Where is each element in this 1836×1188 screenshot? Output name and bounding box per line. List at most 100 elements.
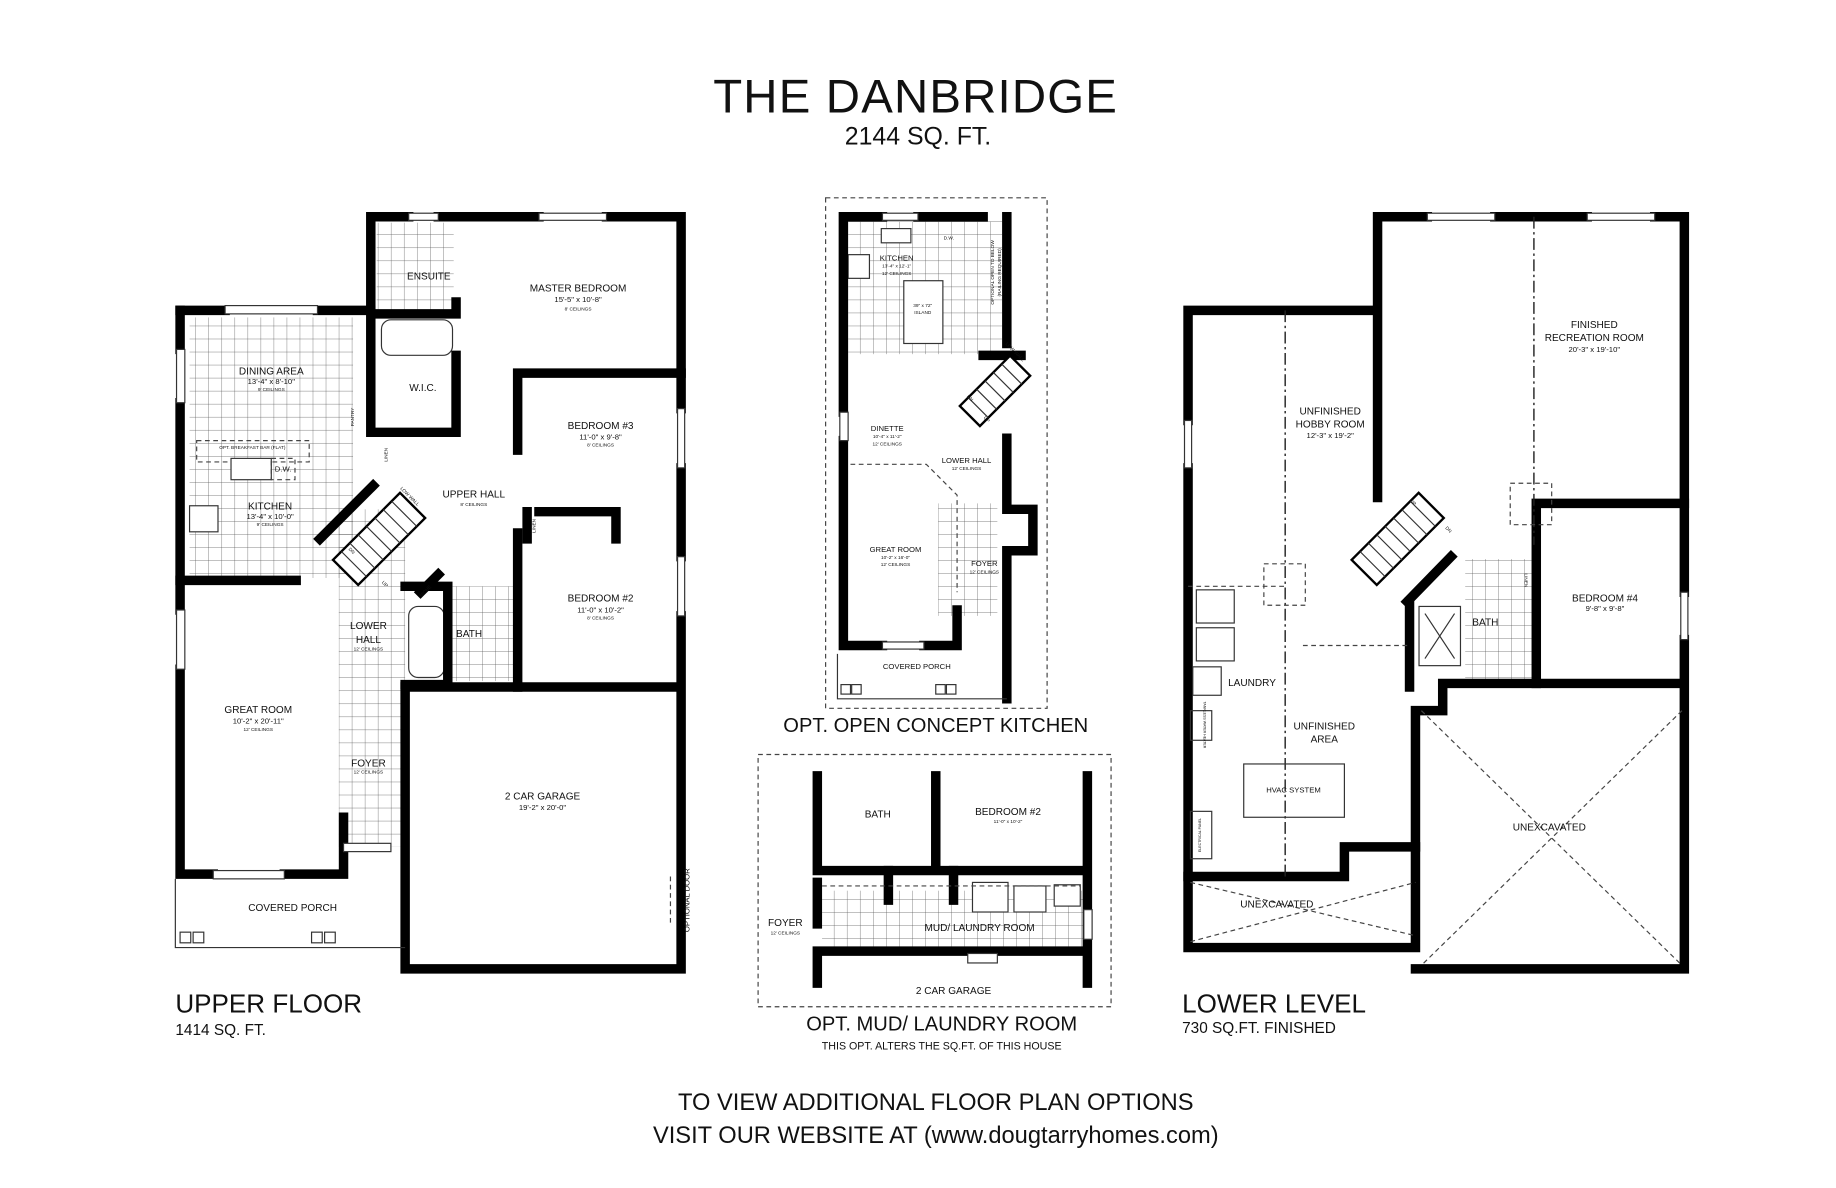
upper-floor-sqft: 1414 SQ. FT.	[175, 1022, 266, 1039]
lower-level-label: LOWER LEVEL	[1182, 989, 1366, 1019]
room-label-bath: BATH	[1472, 617, 1498, 628]
room-label-bedroom-2: BEDROOM #2	[568, 594, 634, 605]
room-label-master-bedroom: MASTER BEDROOM	[530, 283, 627, 294]
room-ceiling-bedroom-2: 8' CEILINGS	[587, 615, 614, 621]
label-linen: LINEN	[531, 518, 537, 532]
tile-area	[376, 222, 454, 318]
room-label-wic: W.I.C.	[409, 383, 436, 394]
label-up: UP	[1408, 498, 1417, 507]
room-label-hobby: HOBBY ROOM	[1296, 420, 1365, 431]
label-pantry: PANTRY	[350, 407, 356, 427]
label-dn: DN	[347, 547, 356, 556]
island	[903, 280, 944, 345]
room-label-lower-hall: LOWER HALL	[942, 456, 992, 465]
room-dims-great-room: 10'-2" x 20'-11"	[233, 717, 284, 726]
plan-title: THE DANBRIDGE	[713, 71, 1118, 124]
upper-floor-label: UPPER FLOOR	[175, 989, 362, 1019]
room-ceiling-foyer: 12' CEILINGS	[970, 569, 999, 575]
room-ceiling-kitchen: 9' CEILINGS	[257, 522, 284, 528]
stove-icon	[188, 505, 219, 533]
sink-icon	[880, 228, 912, 244]
label-optional-door: OPTIONAL DOOR	[682, 868, 691, 932]
stove-icon	[847, 254, 871, 279]
label-water-heater: TANKLESS WATER HEATER	[1202, 701, 1206, 748]
room-label-unexcavated: UNEXCAVATED	[1513, 822, 1586, 833]
tile-area	[447, 586, 519, 682]
room-label-porch: COVERED PORCH	[248, 903, 337, 914]
room-label-laundry: LAUNDRY	[1228, 678, 1276, 689]
room-ceiling-great-room: 12' CEILINGS	[881, 562, 910, 568]
room-dims-kitchen: 13'-4" x 12'-1"	[882, 264, 911, 270]
room-label-ensuite: ENSUITE	[407, 272, 451, 283]
label-linen: LINEN	[1522, 573, 1528, 587]
label-up: UP	[380, 580, 389, 589]
tub-icon	[408, 605, 445, 679]
total-sqft: 2144 SQ. FT.	[845, 123, 991, 151]
label-electrical: ELECTRICAL PANEL	[1198, 818, 1202, 852]
room-label-foyer: FOYER	[768, 918, 803, 929]
room-ceiling-dinette: 12' CEILINGS	[872, 441, 902, 447]
mud-laundry-label: OPT. MUD/ LAUNDRY ROOM	[806, 1013, 1077, 1035]
room-ceiling-kitchen: 12' CEILINGS	[882, 271, 911, 277]
room-ceiling-upper-hall: 8' CEILINGS	[460, 502, 487, 508]
sink-icon	[230, 457, 272, 481]
footer-website-link[interactable]: VISIT OUR WEBSITE AT (www.dougtarryhomes…	[653, 1123, 1219, 1149]
label-open-below: OPTIONAL OPEN TO BELOW	[990, 240, 996, 305]
island-dims: 39" x 72"	[913, 303, 932, 309]
room-label-bath: BATH	[865, 809, 891, 820]
room-dims-rec: 20'-3" x 19'-10"	[1569, 345, 1621, 354]
open-concept-label: OPT. OPEN CONCEPT KITCHEN	[783, 715, 1088, 737]
room-label-rec: RECREATION ROOM	[1545, 333, 1644, 344]
room-ceiling-great-room: 12' CEILINGS	[244, 727, 274, 733]
room-dims-master-bedroom: 15'-5" x 10'-8"	[554, 295, 602, 304]
room-label-upper-hall: UPPER HALL	[443, 489, 506, 500]
room-label-rec: FINISHED	[1571, 320, 1618, 331]
island-label: ISLAND	[914, 310, 932, 316]
room-ceiling-foyer: 12' CEILINGS	[354, 769, 384, 775]
label-railing: (RAILING REQUIRED)	[997, 248, 1003, 297]
room-label-mud-laundry: MUD/ LAUNDRY ROOM	[925, 923, 1035, 934]
room-dims-garage: 19'-2" x 20'-0"	[519, 803, 567, 812]
room-label-dinette: DINETTE	[871, 424, 904, 433]
footer-line-1: TO VIEW ADDITIONAL FLOOR PLAN OPTIONS	[678, 1090, 1194, 1116]
room-dims-bedroom-2: 11'-0" x 10'-2"	[994, 819, 1023, 825]
open-concept-kitchen-plan: KITCHEN 13'-4" x 12'-1" 12' CEILINGS D.W…	[825, 197, 1048, 709]
room-label-lower-hall: LOWER	[350, 621, 387, 632]
room-label-lower-hall: HALL	[356, 635, 382, 646]
label-dn: DN	[965, 394, 974, 403]
room-dims-bedroom-2: 11'-0" x 10'-2"	[577, 605, 624, 614]
room-label-unfinished: UNFINISHED	[1294, 722, 1355, 733]
room-dims-bedroom-3: 11'-0" x 9'-8"	[579, 432, 622, 441]
room-ceiling-foyer: 12' CEILINGS	[771, 931, 801, 937]
room-ceiling-bedroom-3: 8' CEILINGS	[587, 443, 614, 449]
mud-laundry-note: THIS OPT. ALTERS THE SQ.FT. OF THIS HOUS…	[822, 1040, 1062, 1052]
hvac-unit	[1243, 763, 1345, 818]
stairs	[331, 491, 427, 587]
room-label-unexcavated: UNEXCAVATED	[1240, 899, 1313, 910]
room-label-garage: 2 CAR GARAGE	[916, 986, 992, 997]
room-label-foyer: FOYER	[971, 559, 998, 568]
room-label-hobby: UNFINISHED	[1299, 407, 1360, 418]
dishwasher-icon	[270, 457, 296, 481]
room-dims-dining: 13'-4" x 8'-10"	[248, 377, 296, 386]
room-ceiling-lower-hall: 12' CEILINGS	[952, 466, 982, 472]
room-label-great-room: GREAT ROOM	[870, 545, 922, 554]
breakfast-bar	[196, 440, 310, 463]
room-dims-hobby: 12'-3" x 19'-2"	[1307, 431, 1355, 440]
room-label-porch: COVERED PORCH	[883, 662, 951, 671]
label-dw: D.W.	[944, 235, 954, 241]
room-ceiling-dining: 9' CEILINGS	[258, 387, 285, 393]
room-label-foyer: FOYER	[351, 758, 386, 769]
lower-level-plan: UNFINISHED HOBBY ROOM 12'-3" x 19'-2" FI…	[1183, 212, 1690, 974]
label-dw: D.W.	[275, 464, 292, 473]
room-dims-dinette: 10'-4" x 11'-2"	[873, 434, 902, 440]
room-label-bedroom-3: BEDROOM #3	[568, 421, 634, 432]
room-label-kitchen: KITCHEN	[248, 501, 292, 512]
room-label-dining: DINING AREA	[239, 366, 304, 377]
room-ceiling-lower-hall: 12' CEILINGS	[354, 646, 384, 652]
room-dims-great-room: 10'-2" x 16'-0"	[881, 555, 910, 561]
tub-icon	[380, 319, 454, 356]
mud-laundry-plan: BATH BEDROOM #2 11'-0" x 10'-2" FOYER 12…	[757, 753, 1112, 1008]
room-dims-kitchen: 13'-4" x 10'-0"	[246, 512, 294, 521]
